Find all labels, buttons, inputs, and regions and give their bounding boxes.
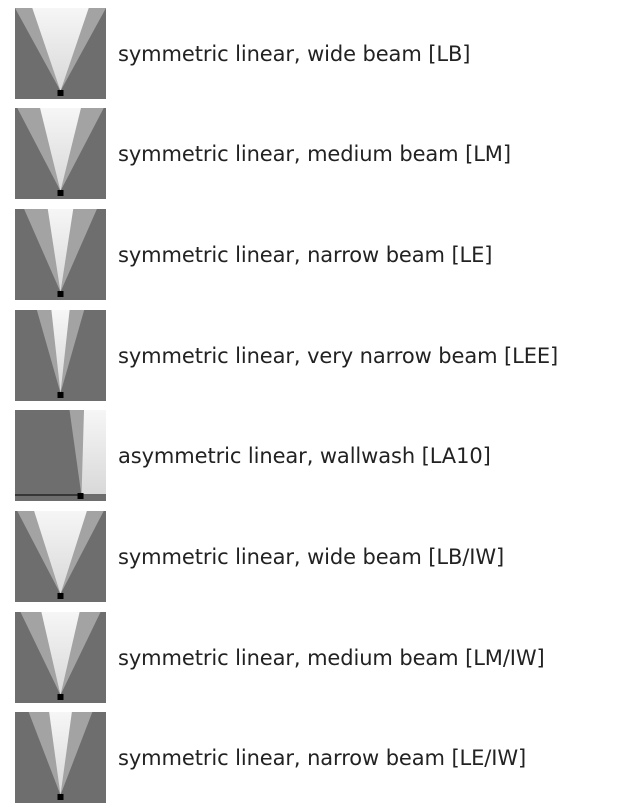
beam-type-label: symmetric linear, medium beam [LM/IW]: [118, 646, 545, 670]
list-item: symmetric linear, medium beam [LM]: [15, 108, 615, 200]
beam-type-label: symmetric linear, narrow beam [LE/IW]: [118, 746, 527, 770]
beam-diagram-wide-iw-icon: [15, 511, 106, 602]
beam-type-label: symmetric linear, very narrow beam [LEE]: [118, 344, 559, 368]
beam-diagram-wide-icon: [15, 8, 106, 99]
beam-inner-cone: [32, 8, 89, 91]
beam-diagram-narrow-icon: [15, 209, 106, 300]
beam-diagram-narrow-iw-icon: [15, 712, 106, 803]
beam-type-label: symmetric linear, wide beam [LB]: [118, 42, 471, 66]
beam-diagram-very-narrow-icon: [15, 310, 106, 401]
list-item: symmetric linear, wide beam [LB]: [15, 8, 615, 100]
beam-inner-cone: [34, 511, 87, 594]
luminaire-marker: [57, 392, 64, 398]
luminaire-marker: [57, 291, 64, 297]
list-item: symmetric linear, narrow beam [LE]: [15, 209, 615, 301]
luminaire-marker: [57, 190, 64, 196]
beam-inner-cone: [81, 410, 106, 496]
list-item: symmetric linear, narrow beam [LE/IW]: [15, 712, 615, 804]
beam-inner-cone: [47, 209, 74, 292]
luminaire-marker: [57, 90, 64, 96]
beam-inner-cone: [40, 108, 81, 191]
list-item: symmetric linear, wide beam [LB/IW]: [15, 511, 615, 603]
beam-diagram-medium-iw-icon: [15, 612, 106, 703]
beam-diagram-medium-icon: [15, 108, 106, 199]
beam-type-label: asymmetric linear, wallwash [LA10]: [118, 444, 491, 468]
luminaire-marker: [57, 794, 64, 800]
beam-inner-cone: [41, 612, 80, 695]
beam-type-label: symmetric linear, wide beam [LB/IW]: [118, 545, 505, 569]
list-item: asymmetric linear, wallwash [LA10]: [15, 410, 615, 502]
luminaire-marker: [57, 593, 64, 599]
luminaire-marker: [57, 694, 64, 700]
beam-inner-cone: [51, 310, 70, 393]
beam-type-label: symmetric linear, narrow beam [LE]: [118, 243, 493, 267]
beam-inner-cone: [49, 712, 72, 795]
list-item: symmetric linear, medium beam [LM/IW]: [15, 612, 615, 704]
list-item: symmetric linear, very narrow beam [LEE]: [15, 310, 615, 402]
beam-diagram-wallwash-icon: [15, 410, 106, 501]
luminaire-marker: [77, 493, 84, 499]
beam-type-label: symmetric linear, medium beam [LM]: [118, 142, 511, 166]
